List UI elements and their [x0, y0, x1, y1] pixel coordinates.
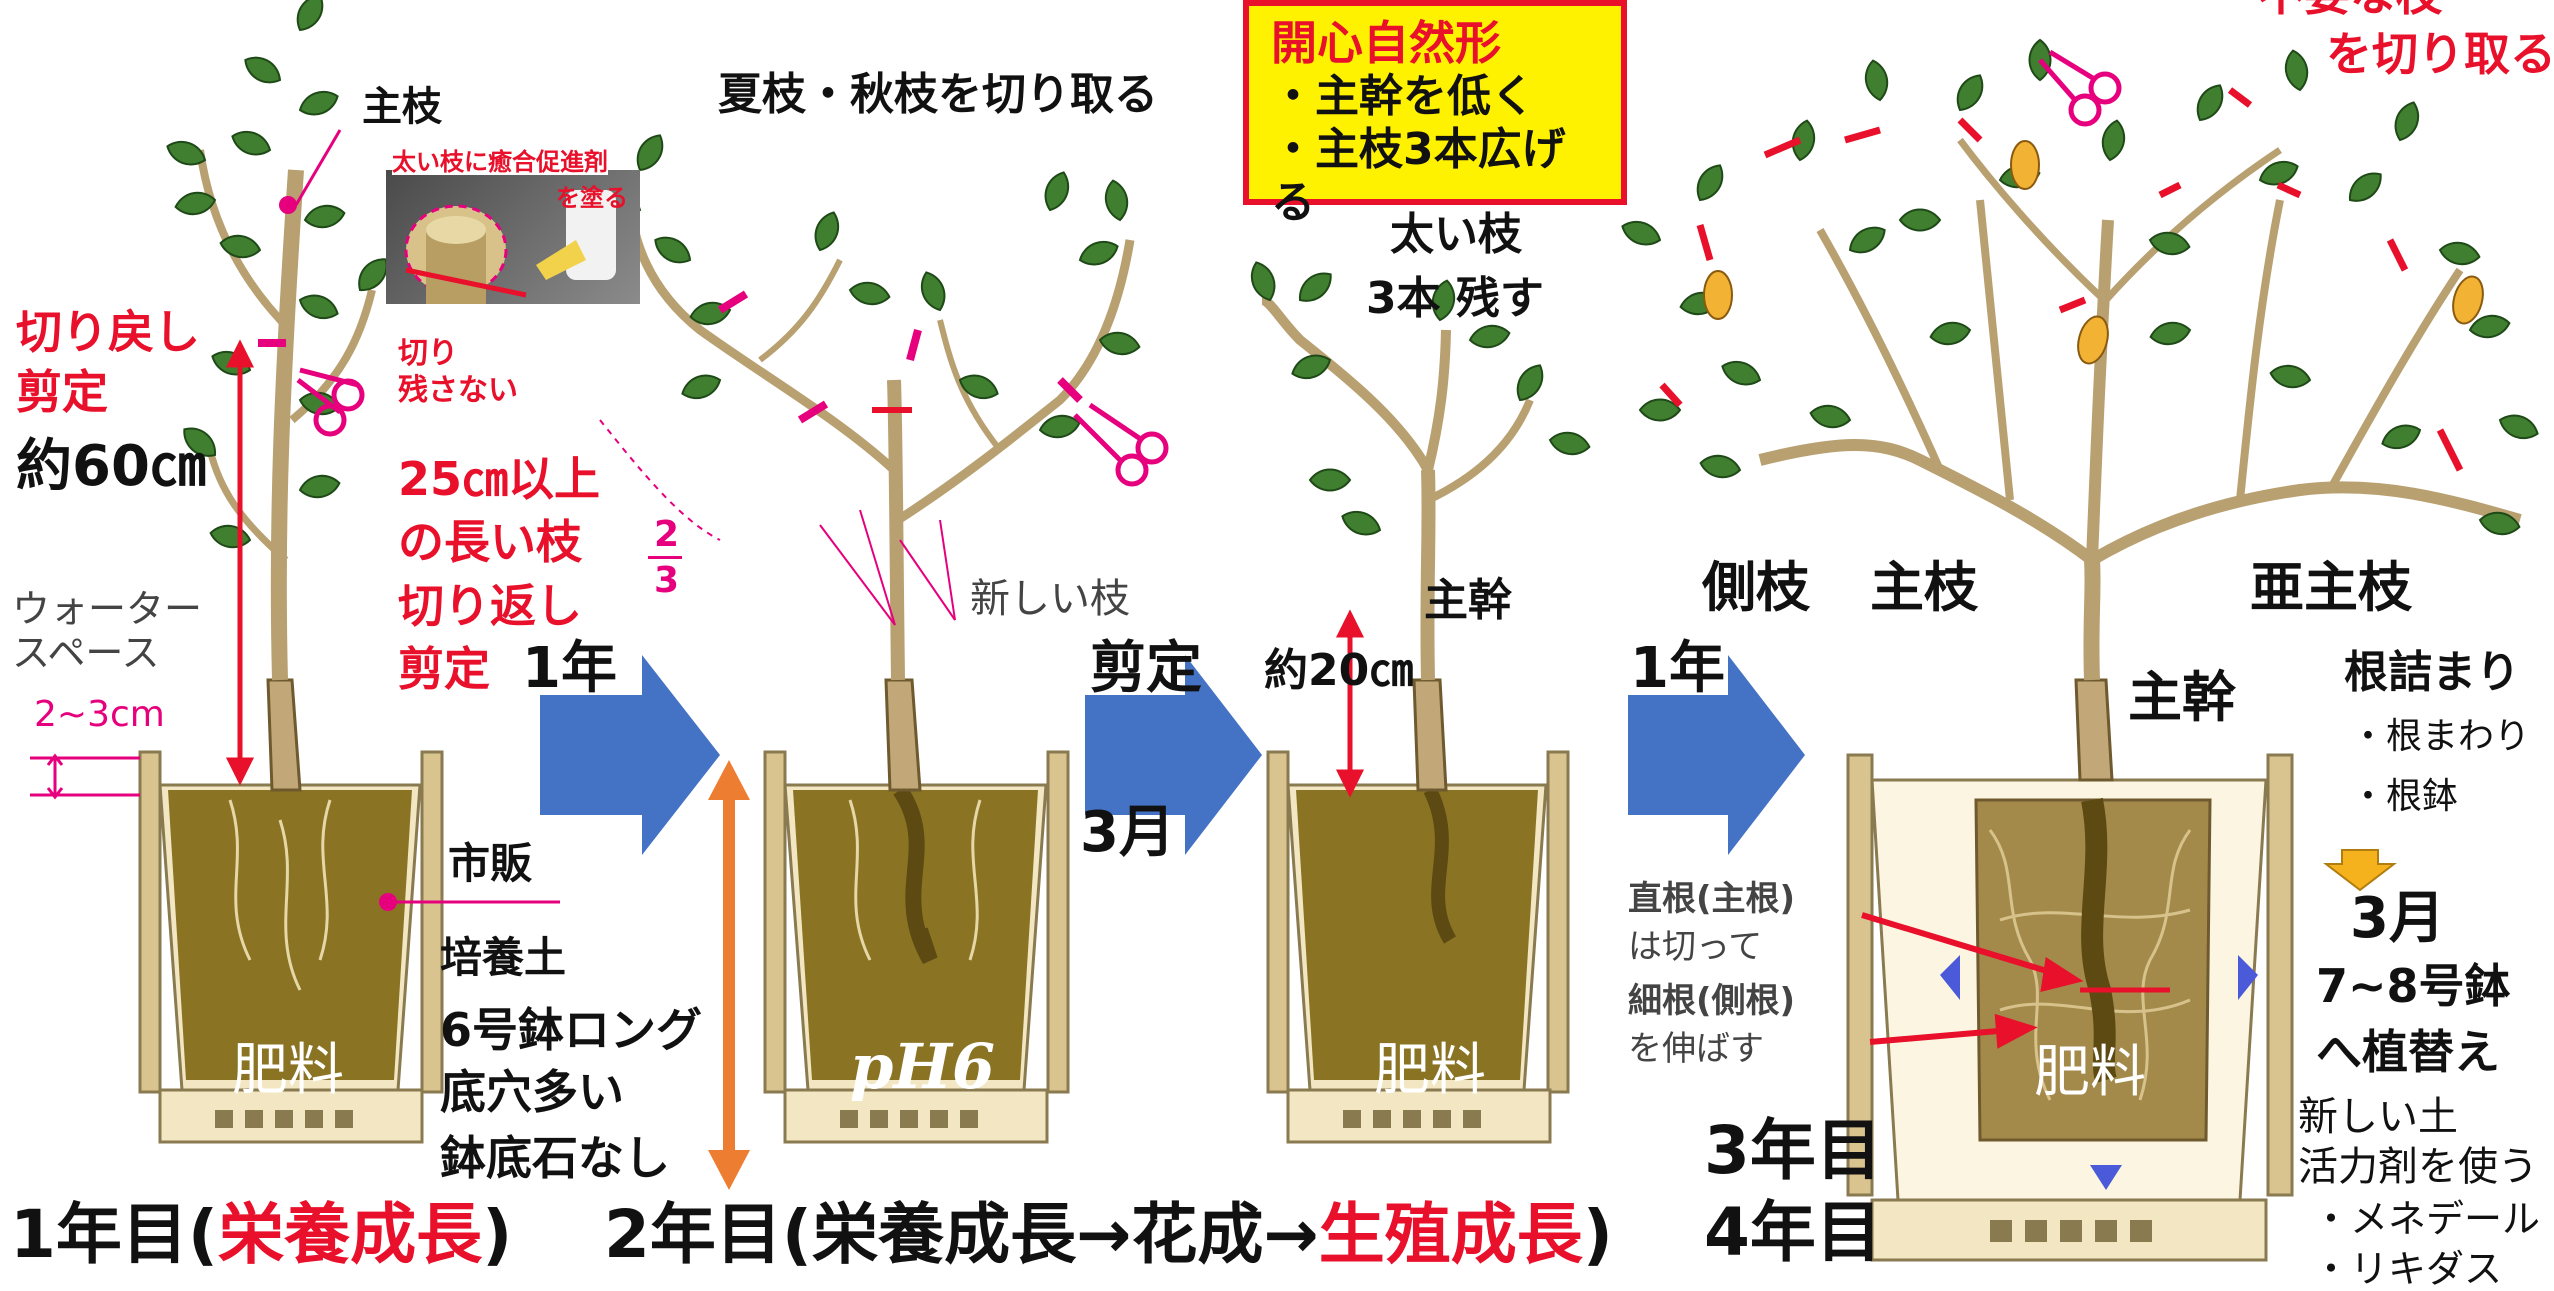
- label-root-circle: ・根まわり: [2350, 716, 2531, 757]
- pot-stage1: [138, 750, 444, 1144]
- label-stage2-header: 夏枝・秋枝を切り取る: [718, 69, 1158, 120]
- label-year-3: 3年目: [1704, 1112, 1882, 1189]
- callout-line2: ・主枝3本広げる: [1271, 123, 1566, 228]
- label-pot-3: 鉢底石なし: [440, 1131, 670, 1185]
- caption-year1-pre: 1年目(: [10, 1196, 219, 1273]
- label-side-branch: 側枝: [1702, 556, 1810, 619]
- scissors-icon-stage2: [1073, 402, 1169, 487]
- label-long-branch-4: 剪定: [398, 642, 490, 696]
- label-long-branch-1: 25㎝以上: [398, 452, 601, 506]
- orange-height-arrow: [708, 760, 750, 1190]
- wound-paste-photo-art: [404, 190, 616, 304]
- water-space-bracket: [30, 753, 140, 800]
- tree-stage4: [1617, 39, 2543, 782]
- label-fineroot-2: を伸ばす: [1628, 1029, 1764, 1069]
- label-thick-branch-2: 3本 残す: [1366, 273, 1544, 324]
- yellow-down-arrow: [2323, 849, 2397, 892]
- caption-year1: 1年目(栄養成長): [10, 1200, 512, 1269]
- label-march-2: 3月: [1080, 800, 1175, 865]
- label-water-space-1: ウォーター: [12, 587, 203, 631]
- tree-stage3: [1245, 257, 1593, 792]
- label-menedael: ・メネデール: [2312, 1197, 2541, 1241]
- label-unneeded-1: 不要な枝: [2258, 0, 2442, 18]
- caption-year1-post: ): [482, 1196, 513, 1273]
- label-unneeded-2: を切り取る: [2326, 27, 2554, 81]
- label-pot-2: 底穴多い: [440, 1065, 624, 1119]
- callout-title: 開心自然形: [1271, 16, 1501, 70]
- label-fineroot-1: 細根(側根): [1628, 981, 1796, 1021]
- caption-year2-post: ): [1582, 1196, 1613, 1273]
- label-thick-branch-1: 太い枝: [1390, 209, 1522, 260]
- label-new-soil: 新しい土: [2298, 1094, 2458, 1140]
- label-cutback-2: 剪定: [16, 365, 108, 419]
- blue-arrow-2: [1085, 655, 1262, 855]
- label-water-space-2: スペース: [12, 631, 160, 675]
- paste-note-line1: 太い枝に癒合促進剤: [392, 148, 608, 176]
- label-march-4: 3月: [2350, 886, 2445, 951]
- label-root-pot: ・根鉢: [2350, 776, 2459, 817]
- callout-line1: ・主幹を低く: [1271, 71, 1535, 123]
- tree-stage1: [162, 0, 395, 792]
- pot-stage3: [1266, 750, 1570, 1144]
- label-one-year-1: 1年: [522, 636, 617, 701]
- label-trunk-4: 主幹: [2128, 666, 2236, 729]
- fraction-bar: [648, 556, 682, 559]
- pot-stage2: [763, 750, 1070, 1144]
- label-taproot-1: 直根(主根): [1628, 879, 1796, 919]
- label-fraction-num: 2: [654, 514, 680, 555]
- label-fraction-den: 3: [654, 560, 680, 601]
- label-long-branch-3: 切り返し: [398, 579, 582, 633]
- scissors-icon-stage4: [2038, 49, 2122, 127]
- label-activator: 活力剤を使う: [2298, 1144, 2538, 1190]
- label-trunk-3: 主幹: [1424, 575, 1512, 626]
- label-repot-1: 7~8号鉢: [2316, 959, 2511, 1013]
- label-height-20: 約20㎝: [1264, 645, 1414, 696]
- label-riquidus: ・リキダス: [2312, 1247, 2503, 1291]
- blue-arrow-3: [1628, 655, 1805, 855]
- label-main-branch-1: 主枝: [362, 84, 442, 130]
- wound-paste-photo: [386, 170, 640, 304]
- caption-year1-red: 栄養成長: [218, 1196, 483, 1273]
- fruit-icon: [2010, 140, 2040, 190]
- label-main-branch-4: 主枝: [1870, 556, 1978, 619]
- label-fertilizer-1: 肥料: [232, 1038, 344, 1103]
- label-cut-note-1: 切り: [398, 336, 458, 371]
- label-ph: pH6: [850, 1030, 996, 1103]
- shape-callout-box: 開心自然形 ・主幹を低く ・主枝3本広げる: [1243, 0, 1627, 228]
- label-new-branch: 新しい枝: [970, 576, 1130, 622]
- caption-year2-pre: 2年目(栄養成長→花成→: [604, 1196, 1319, 1273]
- height-arrow-stage1: [225, 339, 255, 786]
- label-one-year-3: 1年: [1630, 636, 1725, 701]
- label-fertilizer-4: 肥料: [2034, 1040, 2146, 1105]
- label-cutback-1: 切り戻し: [16, 305, 200, 359]
- label-taproot-2: は切って: [1628, 927, 1763, 967]
- label-cut-note-2: 残さない: [398, 373, 518, 408]
- label-fertilizer-3: 肥料: [1374, 1038, 1486, 1103]
- paste-note-line2: を塗る: [556, 184, 628, 212]
- label-year-4: 4年目: [1704, 1194, 1882, 1271]
- soil-pointer-dot: [379, 893, 397, 911]
- tree-stage2: [597, 129, 1143, 792]
- label-rootbound: 根詰まり: [2344, 647, 2520, 698]
- label-long-branch-2: の長い枝: [398, 515, 582, 569]
- caption-year2: 2年目(栄養成長→花成→生殖成長): [604, 1200, 1613, 1269]
- scissors-icon-stage1: [296, 367, 365, 437]
- blue-arrow-1: [540, 655, 720, 855]
- label-sub-main-branch: 亜主枝: [2250, 556, 2412, 619]
- label-soil-1: 市販: [448, 839, 533, 888]
- label-pot-1: 6号鉢ロング: [440, 1003, 703, 1057]
- label-gap: 2~3cm: [34, 694, 165, 735]
- label-height-60: 約60㎝: [16, 434, 206, 499]
- label-soil-2: 培養土: [440, 933, 567, 982]
- label-repot-2: へ植替え: [2316, 1025, 2500, 1079]
- root-pointer-arrows: [1861, 912, 2084, 1049]
- label-prune: 剪定: [1090, 636, 1202, 701]
- caption-year2-red: 生殖成長: [1318, 1196, 1583, 1273]
- height-arrow-stage3: [1335, 609, 1365, 798]
- pot-stage4: [1846, 753, 2294, 1262]
